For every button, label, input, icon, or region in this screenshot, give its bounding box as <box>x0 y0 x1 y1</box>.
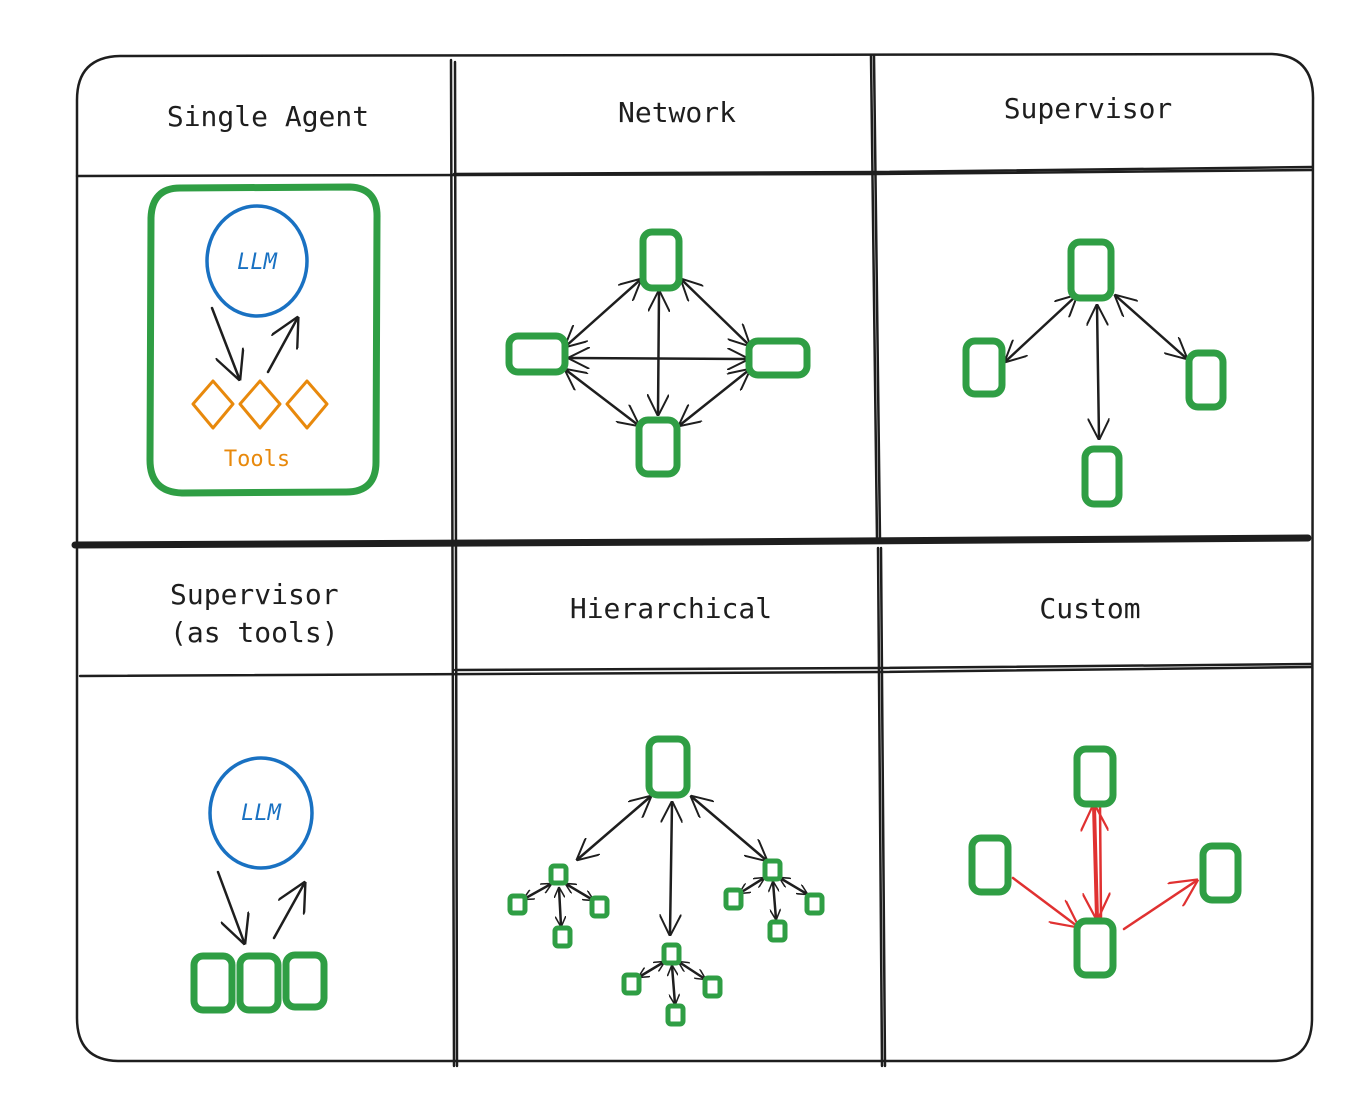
net-agent-right <box>745 337 811 379</box>
hier-team-left <box>507 863 610 949</box>
connector-line <box>71 534 1312 549</box>
header-hierarchical: Hierarchical <box>570 592 772 625</box>
header-supervisor: Supervisor <box>1004 92 1173 125</box>
net-arrow-left-bottom <box>566 370 638 425</box>
sup-arrow-down <box>1097 306 1099 438</box>
llm-circle-2 <box>208 756 314 870</box>
network-diagram <box>505 228 811 478</box>
tool-agent-2 <box>236 952 282 1014</box>
llm-label-2: LLM <box>241 801 281 826</box>
net-agent-left <box>505 332 569 376</box>
net-arrow-top-right <box>682 280 749 345</box>
hier-right-b <box>804 892 825 916</box>
sup-agent-left <box>962 337 1006 398</box>
hier-bottom-a <box>621 972 642 996</box>
llm-label: LLM <box>237 250 277 275</box>
connector-line <box>524 884 551 899</box>
hier-right-a <box>723 887 744 911</box>
hier-bottom-lead <box>661 942 682 966</box>
tool-agent-1 <box>190 952 236 1014</box>
hier-right-c <box>767 919 788 943</box>
tool-diamond-1 <box>191 379 235 430</box>
custom-agent-top <box>1073 745 1117 808</box>
connector-line <box>879 546 887 1068</box>
sup-agent-bottom <box>1081 445 1123 508</box>
tool-agent-3 <box>282 951 328 1011</box>
connector-line <box>672 966 675 1004</box>
supervisor-as-tools-diagram: LLM <box>190 756 328 1014</box>
connector-line <box>453 662 1314 672</box>
arrow-agents-to-llm <box>272 884 304 940</box>
hier-right-lead <box>762 858 783 882</box>
agent-boundary <box>146 183 381 497</box>
connector-line <box>1098 804 1103 920</box>
connector-line <box>452 165 1314 176</box>
connector-line <box>78 665 1314 678</box>
arrow-llm-to-tools <box>210 306 239 378</box>
sup-arrow-right <box>1116 296 1186 358</box>
supervisor-diagram <box>962 238 1227 508</box>
hier-left-lead <box>548 863 569 886</box>
connector-line <box>559 888 561 926</box>
hier-team-bottom <box>621 942 723 1027</box>
tools-label: Tools <box>224 447 290 472</box>
hier-left-a <box>507 893 528 916</box>
connector-line <box>869 54 879 542</box>
connector-line <box>679 962 705 979</box>
header-single-agent: Single Agent <box>167 100 369 133</box>
table-frame <box>71 52 1315 1068</box>
custom-arrow-center-to-right <box>1122 881 1196 931</box>
connector-line <box>872 54 882 542</box>
hier-bottom-c <box>665 1003 686 1027</box>
connector-line <box>75 52 1315 1063</box>
connector-line <box>639 962 664 977</box>
hier-left-b <box>589 895 610 919</box>
connector-line <box>453 60 459 1068</box>
connector-line <box>780 878 807 894</box>
connector-line <box>566 884 593 900</box>
connector-line <box>75 168 1314 178</box>
net-arrow-right-bottom <box>680 370 749 425</box>
custom-agent-center <box>1073 917 1117 979</box>
custom-agent-right <box>1199 842 1242 904</box>
sup-arrow-left <box>1006 296 1076 361</box>
header-custom: Custom <box>1039 592 1140 625</box>
connector-line <box>740 878 764 893</box>
custom-arrow-left-to-center <box>1011 876 1077 926</box>
connector-line <box>449 58 456 1068</box>
net-arrow-top-bottom <box>658 292 659 414</box>
hier-bottom-b <box>702 975 723 999</box>
net-agent-bottom <box>635 416 681 478</box>
hier-top-supervisor <box>645 735 691 799</box>
custom-agent-left <box>968 834 1012 896</box>
net-agent-top <box>639 228 683 292</box>
header-supervisor-as-tools-line2: (as tools) <box>170 616 339 649</box>
header-network: Network <box>618 96 736 129</box>
hier-arrow-right <box>692 797 766 860</box>
hier-left-c <box>552 925 573 949</box>
arrow-llm-to-agents <box>216 870 244 942</box>
single-agent-diagram: LLM Tools <box>146 183 381 497</box>
custom-arrow-top-center <box>1094 806 1097 918</box>
net-arrow-top-left <box>566 280 640 346</box>
tool-diamond-3 <box>285 379 329 430</box>
hier-arrow-left <box>578 797 650 859</box>
hier-arrow-down <box>670 803 672 934</box>
sup-supervisor-agent <box>1067 238 1115 302</box>
hierarchical-diagram <box>507 735 825 1027</box>
header-supervisor-as-tools-line1: Supervisor <box>170 578 339 611</box>
arrow-tools-to-llm <box>266 319 297 374</box>
sup-agent-right <box>1185 349 1227 411</box>
connector-line <box>876 546 884 1068</box>
hier-team-right <box>723 858 825 943</box>
connector-line <box>773 882 776 919</box>
tool-diamond-2 <box>238 379 282 430</box>
llm-circle <box>205 204 309 318</box>
custom-diagram <box>968 745 1242 979</box>
